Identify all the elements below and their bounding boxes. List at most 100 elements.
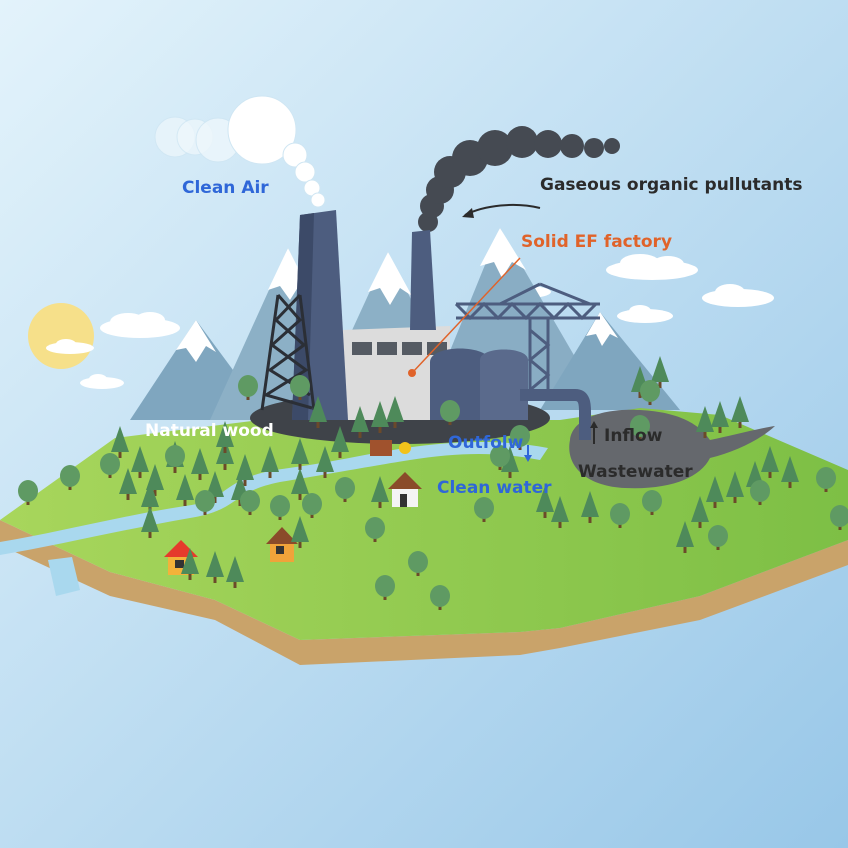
natural-wood-label: Natural wood bbox=[145, 421, 274, 441]
pine-tree-icon bbox=[781, 456, 799, 488]
round-tree-icon bbox=[270, 495, 290, 520]
clean-water-label: Clean water bbox=[437, 478, 552, 498]
pine-tree-icon bbox=[176, 474, 194, 506]
gaseous-pollutants-label: Gaseous organic pullutants bbox=[540, 175, 803, 195]
round-tree-icon bbox=[610, 503, 630, 528]
pine-tree-icon bbox=[551, 496, 569, 528]
pine-tree-icon bbox=[291, 438, 309, 470]
round-tree-icon bbox=[640, 380, 660, 405]
factory-pointer bbox=[411, 257, 521, 374]
sun-icon bbox=[28, 303, 94, 369]
pine-tree-icon bbox=[236, 454, 254, 486]
waterfall bbox=[48, 557, 80, 596]
round-tree-icon bbox=[430, 585, 450, 610]
round-tree-icon bbox=[165, 445, 185, 470]
round-tree-icon bbox=[830, 505, 848, 530]
cloud-icon bbox=[100, 312, 180, 338]
house-icon bbox=[388, 472, 422, 507]
arrow-up-icon bbox=[590, 421, 598, 428]
lattice-tower bbox=[260, 293, 316, 411]
round-tree-icon bbox=[490, 445, 510, 470]
pine-tree-icon bbox=[291, 468, 309, 500]
pine-tree-icon bbox=[696, 406, 714, 438]
pine-tree-icon bbox=[141, 506, 159, 538]
pine-tree-icon bbox=[386, 396, 404, 428]
outflow-label: Outfolw bbox=[448, 433, 524, 453]
pine-tree-icon bbox=[651, 356, 669, 388]
pine-tree-icon bbox=[181, 548, 199, 580]
pine-tree-icon bbox=[351, 406, 369, 438]
solid-ef-factory-label: Solid EF factory bbox=[521, 232, 673, 252]
pine-tree-icon bbox=[111, 426, 129, 458]
round-tree-icon bbox=[302, 493, 322, 518]
round-tree-icon bbox=[240, 490, 260, 515]
round-tree-icon bbox=[816, 467, 836, 492]
round-tree-icon bbox=[510, 425, 530, 450]
crane bbox=[454, 282, 600, 392]
pine-tree-icon bbox=[131, 446, 149, 478]
pine-tree-icon bbox=[731, 396, 749, 428]
pine-tree-icon bbox=[536, 486, 554, 518]
round-tree-icon bbox=[408, 551, 428, 576]
clouds bbox=[46, 254, 774, 389]
pine-tree-icon bbox=[726, 471, 744, 503]
factory bbox=[333, 326, 591, 440]
pine-tree-icon bbox=[501, 446, 519, 478]
arrow-down-icon bbox=[524, 455, 532, 462]
pine-tree-icon bbox=[691, 496, 709, 528]
pine-tree-icon bbox=[761, 446, 779, 478]
house-icon bbox=[266, 527, 298, 562]
round-tree-icon bbox=[375, 575, 395, 600]
cloud-icon bbox=[617, 305, 673, 323]
round-tree-icon bbox=[60, 465, 80, 490]
inflow-label: Inflow bbox=[604, 426, 663, 446]
pine-tree-icon bbox=[206, 551, 224, 583]
clean-air-puffs bbox=[154, 95, 326, 208]
pine-tree-icon bbox=[191, 448, 209, 480]
pine-tree-icon bbox=[316, 446, 334, 478]
round-tree-icon bbox=[18, 480, 38, 505]
clean-air-label: Clean Air bbox=[182, 178, 269, 198]
arrow-head-icon bbox=[462, 208, 474, 218]
tractor-icon bbox=[399, 442, 411, 454]
round-tree-icon bbox=[474, 497, 494, 522]
wastewater-label: Wastewater bbox=[578, 462, 693, 482]
round-tree-icon bbox=[642, 490, 662, 515]
pine-tree-icon bbox=[119, 468, 137, 500]
cloud-icon bbox=[606, 254, 698, 280]
pine-tree-icon bbox=[581, 491, 599, 523]
pine-tree-icon bbox=[706, 476, 724, 508]
wastewater-pond bbox=[569, 409, 775, 489]
round-tree-icon bbox=[708, 525, 728, 550]
round-tree-icon bbox=[238, 375, 258, 400]
round-tree-icon bbox=[750, 480, 770, 505]
cloud-icon bbox=[80, 374, 124, 389]
pine-tree-icon bbox=[216, 421, 234, 453]
trees bbox=[18, 356, 848, 610]
pine-tree-icon bbox=[711, 401, 729, 433]
log-pile-icon bbox=[370, 440, 392, 456]
round-tree-icon bbox=[630, 415, 650, 440]
pine-tree-icon bbox=[371, 476, 389, 508]
pine-tree-icon bbox=[261, 446, 279, 478]
round-tree-icon bbox=[195, 490, 215, 515]
round-tree-icon bbox=[100, 453, 120, 478]
round-tree-icon bbox=[335, 477, 355, 502]
pine-tree-icon bbox=[206, 471, 224, 503]
round-tree-icon bbox=[365, 517, 385, 542]
cloud-icon bbox=[702, 284, 774, 307]
pine-tree-icon bbox=[331, 426, 349, 458]
round-tree-icon bbox=[290, 375, 310, 400]
river bbox=[0, 442, 548, 555]
pine-tree-icon bbox=[226, 556, 244, 588]
pine-tree-icon bbox=[309, 396, 327, 428]
small-chimney bbox=[410, 230, 436, 330]
pine-tree-icon bbox=[291, 516, 309, 548]
pine-tree-icon bbox=[676, 521, 694, 553]
factory-pointer-dot bbox=[408, 369, 416, 377]
pine-tree-icon bbox=[371, 401, 389, 433]
round-tree-icon bbox=[440, 400, 460, 425]
pollutant-smoke bbox=[418, 126, 620, 232]
